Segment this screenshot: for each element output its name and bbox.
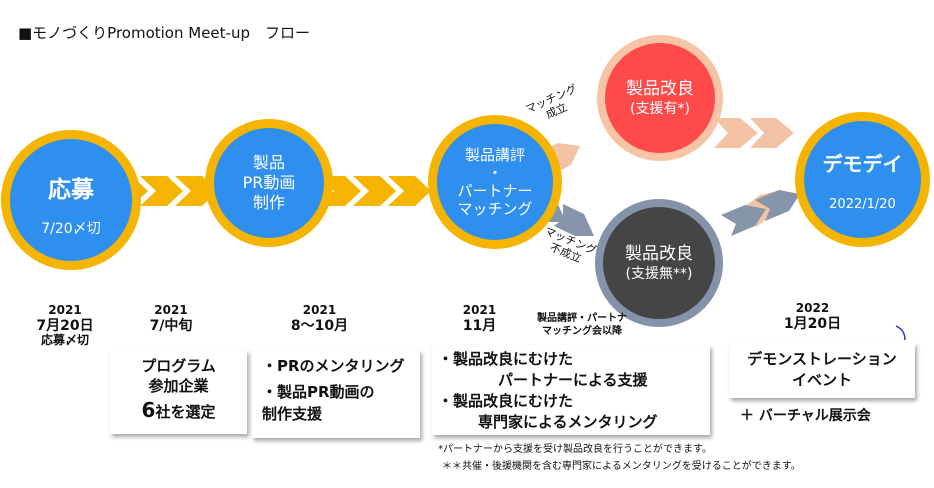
node-apply-label: 応募 — [48, 177, 94, 203]
node-review: 製品講評 ・ パートナー マッチング — [428, 115, 562, 249]
node-production-line3: 制作 — [252, 193, 285, 212]
timeline-col2-year: 2021 — [154, 303, 188, 317]
card-program-line3-wrap: 6社を選定 — [110, 397, 247, 424]
card-demo-line2: イベント — [791, 371, 852, 389]
timeline-col1: 2021 7月20日 応募〆切 — [20, 303, 110, 348]
chevron — [388, 176, 431, 206]
timeline-col1-note: 応募〆切 — [40, 332, 89, 347]
card-mentoring: ・PRのメンタリング ・製品PR動画の 制作支援 — [252, 350, 420, 438]
timeline-col4: 2021 11月 — [442, 303, 517, 334]
footnote-double: ＊＊共催・後援機関を含む専門家によるメンタリングを受けることができます。 — [442, 461, 801, 472]
node-improve-supported-line1: 製品改良 — [626, 78, 694, 99]
card-mentoring-line2: ・製品PR動画の — [262, 382, 375, 401]
card-program-line2: 参加企業 — [148, 377, 209, 396]
timeline-col4-note-line1: 製品講評・パートナ — [537, 313, 627, 324]
timeline-col4-note-line2: マッチング会以降 — [542, 326, 622, 337]
virtual-expo-label: ＋ バーチャル展示会 — [740, 408, 871, 424]
card-improvement-line2: パートナーによる支援 — [498, 371, 648, 389]
node-demoday: デモデイ 2022/1/20 — [795, 112, 930, 247]
chevron — [714, 118, 758, 148]
timeline-col2: 2021 7/中旬 — [131, 303, 211, 334]
node-improve-unsupported-line1: 製品改良 — [625, 243, 693, 264]
timeline-col4-note: 製品講評・パートナ マッチング会以降 — [527, 312, 637, 338]
timeline-col4-year: 2021 — [462, 303, 497, 317]
node-improve-supported: 製品改良 (支援有*) — [597, 35, 723, 161]
chevron — [750, 118, 794, 148]
timeline-col3-year: 2021 — [302, 303, 337, 317]
timeline-col2-date: 7/中旬 — [149, 317, 193, 334]
card-mentoring-line1: ・PRのメンタリング — [262, 357, 405, 375]
node-improve-unsupported: 製品改良 (支援無**) — [595, 199, 723, 327]
chevron — [755, 190, 800, 221]
timeline-col4-date: 11月 — [462, 317, 497, 334]
card-demo-line1: デモンストレーション — [747, 350, 897, 368]
node-production: 製品 PR動画 制作 — [205, 119, 333, 247]
timeline-col5-date: 1月20日 — [783, 315, 842, 332]
page-title: ■モノづくりPromotion Meet-up フロー — [18, 24, 310, 42]
card-improvement: ・製品改良にむけた パートナーによる支援 ・製品改良にむけた 専門家によるメンタ… — [432, 345, 710, 435]
node-production-line1: 製品 — [252, 153, 285, 172]
node-review-line3: マッチング — [457, 200, 533, 218]
timeline-col5-year: 2022 — [795, 301, 830, 315]
timeline-col5: 2022 1月20日 — [765, 301, 860, 332]
card-improvement-line1: ・製品改良にむけた — [438, 350, 574, 368]
node-review-line2: パートナー — [457, 182, 533, 200]
timeline-col1-year: 2021 — [48, 303, 82, 317]
node-review-line1: 製品講評 — [464, 146, 525, 164]
node-apply-sub: 7/20〆切 — [41, 221, 101, 237]
node-review-dot: ・ — [487, 164, 503, 182]
node-production-line2: PR動画 — [242, 173, 296, 192]
chevron — [140, 176, 183, 206]
timeline-col1-date: 7月20日 — [36, 317, 94, 334]
card-program: プログラム 参加企業 6社を選定 — [110, 350, 247, 434]
node-apply: 応募 7/20〆切 — [1, 130, 141, 270]
card-program-line1: プログラム — [141, 357, 216, 375]
chevron — [554, 204, 594, 236]
node-demoday-label: デモデイ — [822, 151, 903, 176]
node-improve-unsupported-line2: (支援無**) — [625, 265, 693, 282]
node-demoday-sub: 2022/1/20 — [829, 196, 896, 212]
timeline-col3-date: 8～10月 — [290, 317, 349, 334]
chevron — [353, 176, 396, 206]
card-improvement-line3: ・製品改良にむけた — [438, 392, 574, 410]
pen-mark — [895, 325, 906, 341]
card-improvement-line4: 専門家によるメンタリング — [478, 413, 658, 431]
timeline-col3: 2021 8～10月 — [272, 303, 367, 334]
footnote-single: *パートナーから支援を受け製品改良を行うことができます。 — [438, 444, 712, 455]
chevron — [721, 205, 766, 236]
card-mentoring-line3: 制作支援 — [262, 404, 323, 423]
card-demo: デモンストレーション イベント — [729, 343, 915, 398]
card-program-line3: 社を選定 — [155, 402, 216, 421]
node-improve-supported-line2: (支援有*) — [630, 100, 690, 117]
card-program-count: 6 — [141, 397, 156, 422]
